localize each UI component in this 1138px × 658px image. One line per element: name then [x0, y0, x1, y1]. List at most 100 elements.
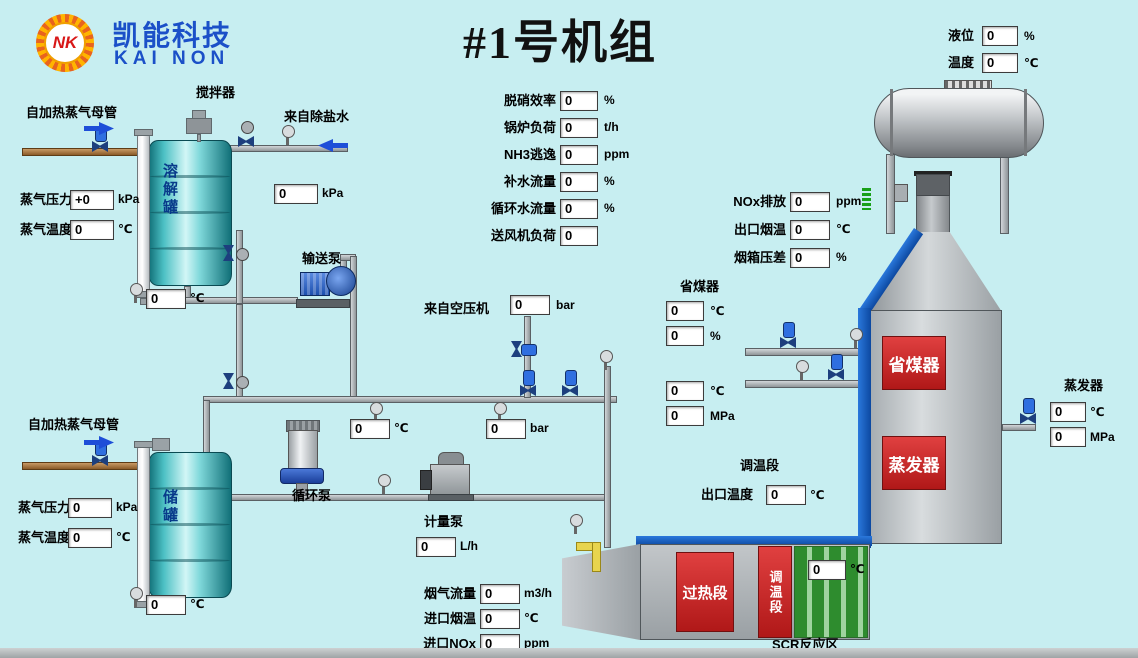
tower-evaporator-section[interactable]: 蒸发器 [882, 436, 946, 490]
agitator-cap [192, 110, 206, 119]
evaporator-panel-title: 蒸发器 [1064, 378, 1104, 393]
nh3-slip-value-box[interactable]: 0 [560, 145, 598, 165]
line-temp-sensor [370, 402, 383, 422]
duct-tiaowen-section[interactable]: 调温段 [758, 546, 792, 638]
tower-economizer-section[interactable]: 省煤器 [882, 336, 946, 390]
tiaowen-outlet-value-box[interactable]: 0 [766, 485, 806, 505]
superheat-label: 过热段 [682, 584, 728, 602]
economizer-pipe-2 [745, 380, 863, 388]
scr-zone-label: SCR反应区 [772, 637, 839, 652]
duct-superheat-section[interactable]: 过热段 [676, 552, 734, 632]
dissolve-side-valve[interactable] [223, 245, 249, 261]
smokebox-dp-value-box[interactable]: 0 [790, 248, 830, 268]
line-temp-value-box[interactable]: 0 [350, 419, 390, 439]
outlet-flue-temp-value-box[interactable]: 0 [790, 220, 830, 240]
storage-press-label: 蒸气压力 [18, 500, 71, 515]
drum-temp-value-box[interactable]: 0 [982, 53, 1018, 73]
air-supply-valve[interactable] [511, 341, 537, 357]
makeup-flow-value-box[interactable]: 0 [560, 172, 598, 192]
duct-inlet-sensor [570, 514, 583, 534]
drum-level-unit: % [1024, 29, 1035, 43]
economizer-valve-1[interactable] [780, 322, 796, 348]
flow-arrow-right [84, 436, 114, 449]
dissolve-temp-value-box[interactable]: 0 [70, 220, 114, 240]
demin-press-unit: kPa [322, 186, 344, 200]
gauge-cap [134, 441, 153, 448]
tank-seam [150, 559, 230, 562]
storage-tank[interactable]: 储罐 [148, 452, 232, 598]
storage-outlet-temp-unit: ℃ [190, 597, 205, 611]
flue-flow-label: 烟气流量 [423, 586, 476, 601]
evaporator-temp-box[interactable]: 0 [1050, 402, 1086, 422]
fan-load-value-box[interactable]: 0 [560, 226, 598, 246]
air-supply-value-box[interactable]: 0 [510, 295, 550, 315]
meter-pump-label: 计量泵 [424, 514, 464, 529]
dissolve-tank[interactable]: 溶解罐 [148, 140, 232, 286]
dissolve-level-gauge [137, 134, 150, 292]
circ-water-flow-value-box[interactable]: 0 [560, 199, 598, 219]
solution-line-valve[interactable] [223, 373, 249, 389]
dissolve-outlet-temp-box[interactable]: 0 [146, 289, 186, 309]
demin-line-sensor [282, 125, 295, 145]
agitator-motor[interactable] [186, 118, 212, 134]
demin-water-valve[interactable] [238, 121, 254, 147]
air-supply-label: 来自空压机 [424, 301, 490, 316]
economizer-pct-box[interactable]: 0 [666, 326, 704, 346]
drum-temp-unit: ℃ [1024, 56, 1039, 70]
dosing-value-box[interactable]: 0 [416, 537, 456, 557]
storage-press-value-box[interactable]: 0 [68, 498, 112, 518]
inlet-nox-unit: ppm [524, 636, 550, 650]
company-name-cn: 凯能科技 [112, 20, 233, 51]
circ-pump-label: 循环泵 [292, 488, 332, 503]
drum-level-label: 液位 [948, 28, 975, 43]
inlet-flue-temp-value-box[interactable]: 0 [480, 609, 520, 629]
evaporator-press-box[interactable]: 0 [1050, 427, 1086, 447]
dissolve-press-unit: kPa [118, 192, 140, 206]
dosing-unit: L/h [460, 539, 478, 553]
economizer-pipe2-sensor [796, 360, 809, 380]
main-line-valve-1[interactable] [520, 370, 536, 396]
economizer-temp1-box[interactable]: 0 [666, 301, 704, 321]
circ-pump-base[interactable] [280, 468, 324, 484]
dissolve-outlet-temp-unit: ℃ [190, 291, 205, 305]
line-press-value-box[interactable]: 0 [486, 419, 526, 439]
meter-pump-head [420, 470, 432, 490]
tiaowen-label: 调温段 [767, 569, 783, 615]
scr-temp-value-box[interactable]: 0 [808, 560, 846, 580]
storage-temp-value-box[interactable]: 0 [68, 528, 112, 548]
transfer-pump-volute[interactable] [326, 266, 356, 296]
boiler-load-value-box[interactable]: 0 [560, 118, 598, 138]
storage-press-unit: kPa [116, 500, 138, 514]
flue-flow-value-box[interactable]: 0 [480, 584, 520, 604]
economizer-valve-2[interactable] [828, 354, 844, 380]
tower-evaporator-label: 蒸发器 [888, 455, 940, 475]
injection-elbow-v [592, 542, 601, 572]
economizer-pct-unit: % [710, 329, 721, 343]
storage-outlet-temp-box[interactable]: 0 [146, 595, 186, 615]
circulation-gauge [378, 474, 391, 494]
dissolve-press-value-box[interactable]: +0 [70, 190, 114, 210]
demin-press-value-box[interactable]: 0 [274, 184, 318, 204]
tank-seam [150, 211, 230, 214]
denox-eff-value-box[interactable]: 0 [560, 91, 598, 111]
line-temp-unit: ℃ [394, 421, 409, 435]
agitator-shaft [197, 134, 201, 142]
tank-seam [150, 247, 230, 250]
denox-eff-unit: % [604, 93, 615, 107]
economizer-temp2-box[interactable]: 0 [666, 381, 704, 401]
flue-flow-unit: m3/h [524, 586, 553, 600]
page-title: #1号机组 [463, 17, 657, 68]
nox-emission-value-box[interactable]: 0 [790, 192, 830, 212]
economizer-pipe1-sensor [850, 328, 863, 348]
tiaowen-panel-title: 调温段 [740, 458, 780, 473]
boiler-load-label: 锅炉负荷 [503, 120, 556, 135]
evaporator-side-valve[interactable] [1020, 398, 1036, 424]
economizer-press-box[interactable]: 0 [666, 406, 704, 426]
steam-drum[interactable] [874, 88, 1044, 158]
drum-level-value-box[interactable]: 0 [982, 26, 1018, 46]
main-line-valve-2[interactable] [562, 370, 578, 396]
stack-cap [914, 171, 952, 176]
circ-pump-body[interactable] [288, 430, 318, 472]
circ-water-flow-label: 循环水流量 [490, 201, 556, 216]
meter-pump-body[interactable] [430, 464, 470, 496]
